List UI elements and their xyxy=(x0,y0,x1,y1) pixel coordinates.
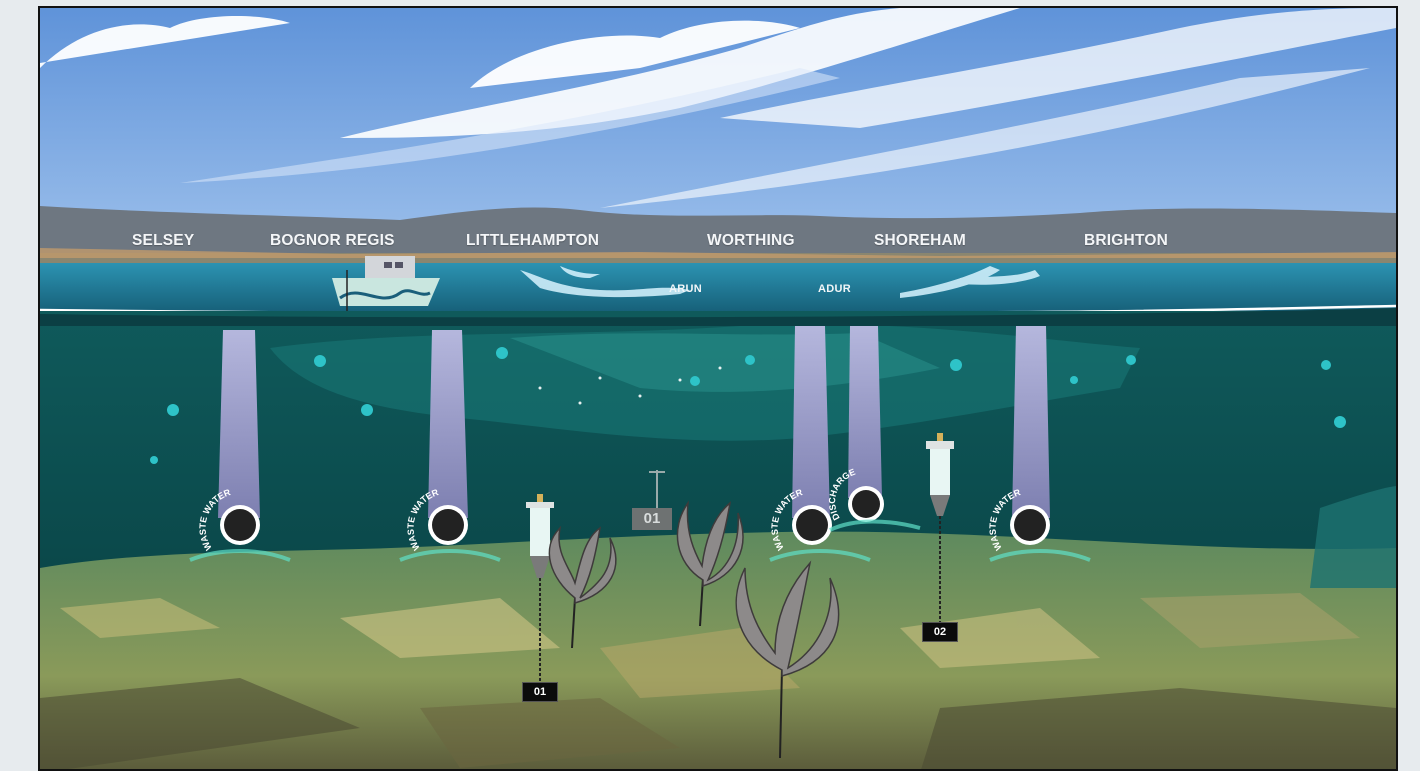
town-shoreham: SHOREHAM xyxy=(874,232,967,249)
river-arun: ARUN xyxy=(669,283,702,295)
sea-surface xyxy=(40,263,1396,311)
waste-water-pipe xyxy=(989,505,1091,562)
town-brighton: BRIGHTON xyxy=(1084,232,1168,249)
outfall-pipes xyxy=(189,486,1091,562)
river-plumes xyxy=(520,266,1040,298)
buoy-mast xyxy=(649,470,665,508)
outfall-beams xyxy=(218,326,1050,518)
town-littlehampton: LITTLEHAMPTON xyxy=(466,232,600,249)
waste-water-pipe xyxy=(189,505,291,562)
waste-water-pipe xyxy=(769,505,871,562)
clouds xyxy=(40,8,1396,208)
buoy-marker-01: 01 xyxy=(632,508,672,530)
kelp-plants xyxy=(548,500,840,759)
bubbles xyxy=(150,347,1346,464)
town-worthing: WORTHING xyxy=(707,232,795,249)
sensor-tag-01: 01 xyxy=(522,682,558,702)
river-adur: ADUR xyxy=(818,283,851,295)
sensor-1 xyxy=(526,494,554,684)
town-bognor-regis: BOGNOR REGIS xyxy=(270,232,395,249)
kelp-plant xyxy=(735,560,840,759)
coastal-scene-illustration: WASTE WATER WASTE WATER WASTE WATER DISC… xyxy=(40,8,1396,769)
scene-frame: WASTE WATER WASTE WATER WASTE WATER DISC… xyxy=(38,6,1398,771)
discharge-pipe xyxy=(829,486,921,532)
sensor-2 xyxy=(926,433,954,622)
seabed-texture xyxy=(40,593,1396,769)
kelp-plant xyxy=(676,500,744,627)
coastline-hills xyxy=(40,206,1396,263)
kelp-plant xyxy=(548,525,617,649)
town-selsey: SELSEY xyxy=(132,232,195,249)
sensor-tag-02: 02 xyxy=(922,622,958,642)
waste-water-pipe xyxy=(399,505,501,562)
